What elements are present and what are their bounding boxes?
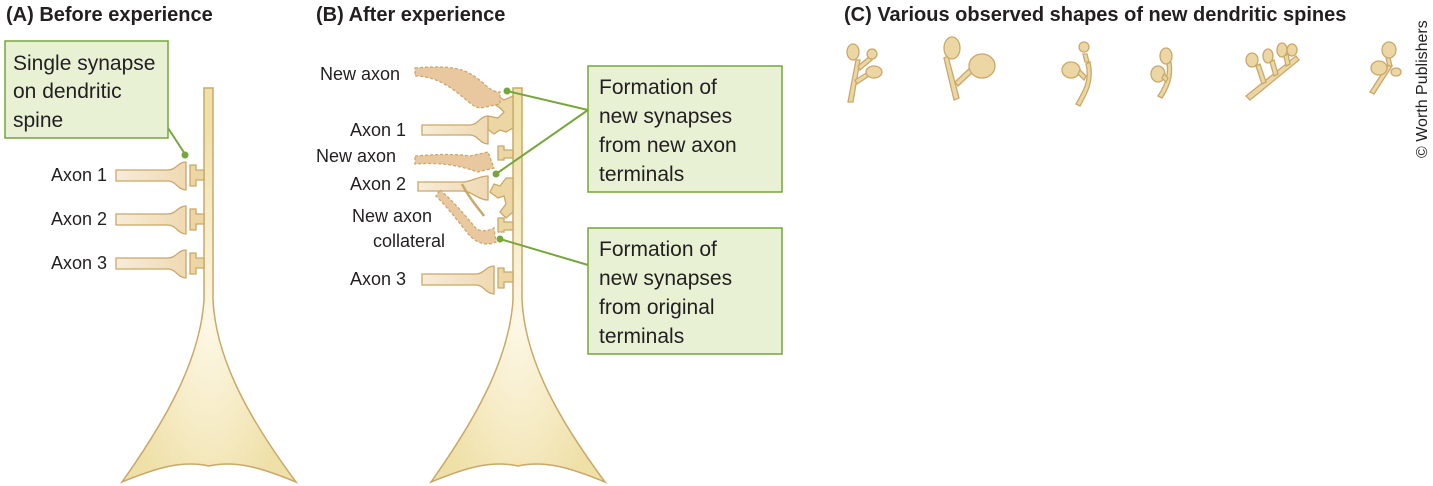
callout-new-leader-2: [495, 109, 589, 175]
callout-new-line-3: from new axon: [599, 134, 737, 157]
neuron-b-spine-5: [497, 267, 514, 289]
spine-shape-4: [1150, 47, 1173, 99]
axon-b-1: [421, 115, 489, 145]
panel-c-title: (C) Various observed shapes of new dendr…: [844, 4, 1346, 26]
callout-a-box: [4, 40, 169, 139]
callout-new-line-4: terminals: [599, 163, 684, 186]
callout-a-leader: [167, 127, 186, 155]
axon-b-2-label: Axon 2: [350, 174, 406, 194]
neuron-a-spine-3: [189, 252, 205, 275]
axon-b-2-collateral-to-spine: [460, 183, 486, 217]
callout-new-line-1: Formation of: [599, 76, 717, 99]
callout-a-line-2: on dendritic: [13, 80, 122, 103]
axon-b-3-label: Axon 3: [350, 269, 406, 289]
callout-original-box: [587, 227, 783, 355]
callout-a-line-3: spine: [13, 109, 63, 132]
axon-b-2: [417, 175, 489, 217]
neuron-a-spine-1: [189, 164, 205, 187]
callout-original-line-4: terminals: [599, 325, 684, 348]
panel-b: (B) After experience: [316, 4, 783, 484]
spine-shape-5: [1245, 42, 1300, 101]
axon-b-1-label: Axon 1: [350, 120, 406, 140]
neuron-a: [119, 87, 299, 484]
new-axon-collateral-b: [435, 189, 497, 245]
callout-new-dot-1: [503, 87, 511, 95]
new-axon-collateral-label-1: New axon: [352, 206, 432, 226]
spine-shape-1: [846, 43, 883, 103]
spine-shape-6: [1369, 41, 1402, 95]
panel-a-title: (A) Before experience: [6, 4, 213, 26]
neuron-b-spine-branch-3: [489, 177, 514, 219]
spine-shape-2: [943, 36, 996, 101]
new-axon-b-1: [414, 66, 501, 109]
neuron-b-spine-2: [497, 145, 514, 161]
callout-a-line-1: Single synapse: [13, 52, 155, 75]
credit-text: © Worth Publishers: [1414, 20, 1431, 158]
callout-original-line-1: Formation of: [599, 238, 717, 261]
panel-c: (C) Various observed shapes of new dendr…: [844, 4, 1402, 107]
callout-new-box: [587, 65, 783, 193]
axon-a-2: [115, 205, 187, 235]
callout-a-dot: [181, 151, 189, 159]
axon-a-2-label: Axon 2: [51, 209, 107, 229]
axon-a-3-label: Axon 3: [51, 253, 107, 273]
callout-new-axon-terminals: Formation of new synapses from new axon …: [492, 65, 783, 193]
new-axon-b-2-label: New axon: [316, 146, 396, 166]
new-axon-b-2: [414, 151, 495, 173]
callout-new-dot-2: [492, 170, 500, 178]
callout-single-synapse: Single synapse on dendritic spine: [4, 40, 189, 159]
new-axon-collateral-label-2: collateral: [373, 231, 445, 251]
panel-b-title: (B) After experience: [316, 4, 505, 26]
callout-original-terminals: Formation of new synapses from original …: [496, 227, 783, 355]
axon-b-3: [421, 265, 495, 295]
callout-new-leader-1: [506, 90, 589, 111]
callout-new-line-2: new synapses: [599, 105, 732, 128]
axon-a-1: [115, 161, 187, 191]
neuron-a-body: [119, 87, 299, 484]
callout-original-line-2: new synapses: [599, 267, 732, 290]
axon-a-3: [115, 249, 187, 279]
spine-shape-3: [1061, 41, 1092, 107]
panel-a: (A) Before experience Axon 1 Axon 2 Axon…: [4, 4, 299, 484]
new-axon-b-1-label: New axon: [320, 64, 400, 84]
neuron-b-spine-4: [497, 217, 514, 233]
neuron-b: [428, 87, 608, 484]
callout-original-dot: [496, 235, 504, 243]
callout-original-leader: [499, 238, 589, 266]
neuron-a-spine-2: [189, 208, 205, 231]
callout-original-line-3: from original: [599, 296, 715, 319]
axon-a-1-label: Axon 1: [51, 165, 107, 185]
neuron-b-body: [428, 87, 608, 484]
